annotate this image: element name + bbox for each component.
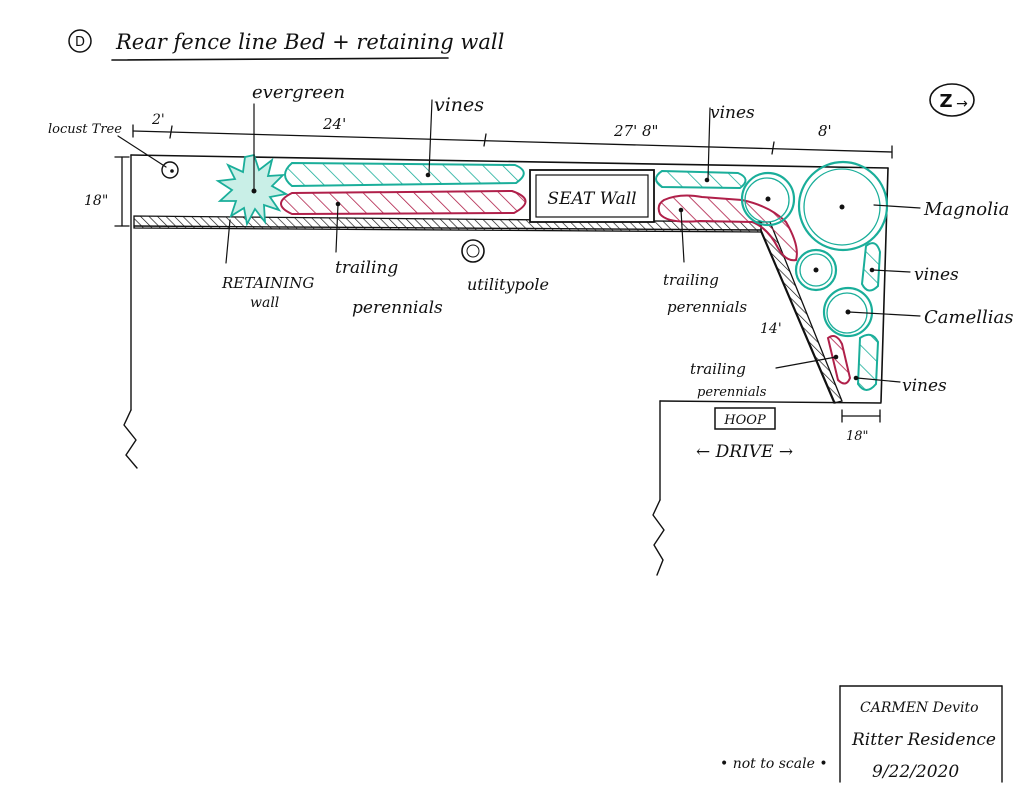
vines-bed-bottom — [856, 333, 880, 391]
vines-right-dot — [869, 267, 875, 273]
drawing-date: 9/22/2020 — [872, 762, 959, 782]
note-not-to-scale: • not to scale • — [720, 756, 828, 772]
title-number: D — [75, 35, 85, 50]
label-trailing-2b: perennials — [667, 298, 747, 316]
utility-pole-inner — [466, 244, 480, 258]
label-vines-top-right: vines — [710, 103, 755, 123]
magnolia-dot — [839, 204, 845, 210]
label-drive: ← DRIVE → — [696, 442, 793, 462]
leader-vines-top — [428, 99, 433, 175]
label-trailing-2a: trailing — [663, 271, 719, 289]
camellia-shrubs — [740, 171, 874, 338]
camellia-dot-1 — [765, 196, 771, 202]
leader-trailing-bottom — [775, 356, 837, 369]
camellia-shrub-1 — [740, 171, 796, 227]
label-evergreen: evergreen — [252, 82, 345, 103]
seat-wall — [529, 169, 655, 223]
leader-trailing-left — [335, 203, 339, 253]
label-retaining-wall-2: wall — [250, 295, 279, 311]
vines-bed-top-left — [284, 161, 525, 188]
label-retaining-wall-1: RETAINING — [221, 274, 314, 292]
leader-camellias — [848, 311, 921, 317]
break-mark-right — [652, 499, 665, 576]
top-dimension-line — [132, 124, 893, 159]
compass-icon: Z → — [929, 83, 975, 117]
dim-18in-left: 18" — [84, 193, 108, 209]
dim-24ft: 24' — [322, 115, 346, 133]
leader-locust — [117, 135, 167, 168]
camellia-dot-2 — [813, 267, 819, 273]
label-trailing-3a: trailing — [690, 360, 746, 378]
label-vines-right: vines — [914, 265, 959, 285]
compass-letter: Z — [939, 91, 952, 112]
retaining-wall-angled — [760, 221, 843, 404]
dim-14ft: 14' — [760, 321, 782, 337]
label-locust-tree: locust Tree — [48, 122, 122, 137]
label-hoop: HOOP — [723, 413, 766, 428]
evergreen-center — [251, 188, 257, 194]
leader-vines-top-right — [707, 107, 711, 180]
camellia-shrub-3 — [822, 286, 874, 338]
dim-8ft: 8' — [818, 122, 832, 140]
camellia-dot-3 — [845, 309, 851, 315]
break-mark-left — [123, 409, 138, 469]
seat-wall-inner — [535, 174, 649, 218]
dim-2ft: 2' — [151, 112, 165, 128]
client-name: Ritter Residence — [851, 730, 996, 750]
locust-tree-center — [170, 169, 174, 173]
dim-27ft-8in: 27' 8" — [613, 122, 658, 140]
label-utility-pole: utilitypole — [467, 275, 549, 294]
bottom-depth-dimension — [841, 409, 881, 423]
leader-retaining-wall — [225, 219, 231, 264]
label-vines-top: vines — [434, 94, 484, 116]
camellia-shrub-2-inner — [799, 253, 833, 287]
camellia-shrub-2 — [794, 248, 838, 292]
designer-name: CARMEN Devito — [860, 700, 979, 716]
vines-bottom-dot — [853, 375, 859, 381]
title-underline — [111, 57, 449, 61]
leader-vines-right — [872, 269, 911, 273]
label-seat-wall: SEAT Wall — [547, 189, 636, 209]
label-vines-bottom: vines — [902, 376, 947, 396]
utility-pole-icon — [461, 239, 485, 263]
leader-trailing-right — [680, 209, 685, 263]
leader-magnolia — [873, 204, 921, 209]
vines-bed-right — [860, 242, 882, 292]
left-depth-dimension — [114, 156, 130, 227]
title-text: Rear fence line Bed + retaining wall — [115, 30, 504, 54]
vines-bed-top-right — [655, 169, 747, 190]
signature-block — [839, 685, 1003, 783]
label-trailing-3b: perennials — [697, 385, 767, 400]
locust-tree-icon — [161, 161, 179, 179]
camellia-shrub-1-inner — [744, 177, 790, 223]
hoop — [714, 407, 776, 430]
label-trailing-1a: trailing — [335, 258, 398, 278]
dim-18in-bottom: 18" — [846, 429, 869, 444]
compass-arrow: → — [956, 96, 968, 112]
trailing-perennials-bed-left — [280, 189, 527, 216]
label-magnolia: Magnolia — [923, 199, 1009, 220]
label-camellias: Camellias — [924, 307, 1013, 328]
label-trailing-1b: perennials — [352, 298, 443, 318]
title-block: D Rear fence line Bed + retaining wall — [68, 29, 504, 61]
leader-vines-bottom — [856, 377, 901, 383]
trailing-perennials-bed-bottom — [826, 335, 852, 385]
